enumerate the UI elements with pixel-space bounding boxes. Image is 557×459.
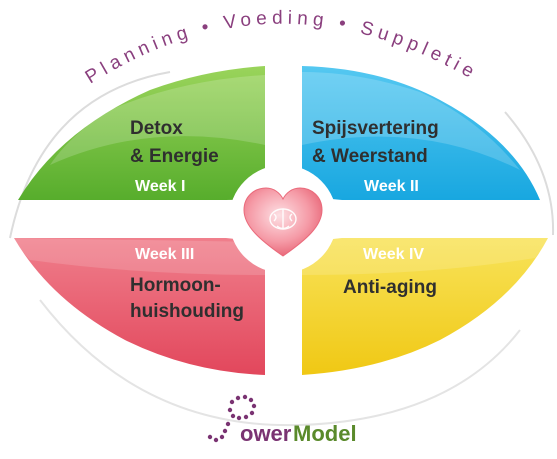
quadrant-week-2: Spijsvertering & Weerstand Week II [302,66,540,200]
quadrant-4-line1: Anti-aging [343,277,437,298]
center-badge [229,165,337,273]
quadrant-2-line1: Spijsvertering [312,118,439,139]
logo-text-ower: ower [240,421,292,446]
quadrant-shape-blue [302,66,540,200]
quadrant-week-3: Week III Hormoon- huishouding [14,238,265,375]
quadrant-3-line2: huishouding [130,301,244,322]
quadrant-1-line1: Detox [130,118,183,139]
quadrant-3-line1: Hormoon- [130,275,221,296]
logo-text-model: Model [293,421,357,446]
outer-ring-right [504,111,555,236]
quadrant-1-week: Week I [135,178,185,195]
logo-p-mark [207,394,257,443]
arc-heading: Planning • Voeding • Suppletie [82,8,482,89]
arc-heading-text: Planning • Voeding • Suppletie [82,8,477,89]
outer-ring [9,71,171,239]
quadrant-shape-red [14,238,265,375]
outer-ring-bottom [39,299,521,427]
quadrant-shape-yellow [302,238,548,375]
quadrant-week-4: Week IV Anti-aging [302,238,548,375]
powermodel-logo: ower Model [207,394,357,446]
brain-icon [269,208,297,230]
quadrant-1-line2: & Energie [130,146,219,167]
quadrant-week-1: Detox & Energie Week I [18,66,265,200]
quadrant-shine-blue [302,72,520,170]
quadrant-shine-yellow [302,238,548,275]
quadrant-shine-green [50,75,265,165]
quadrant-3-week: Week III [135,246,194,263]
quadrant-4-week: Week IV [363,246,424,263]
quadrant-shape-green [18,66,265,200]
quadrant-2-line2: & Weerstand [312,146,428,167]
quadrant-2-week: Week II [364,178,419,195]
quadrant-shine-red [14,238,265,275]
